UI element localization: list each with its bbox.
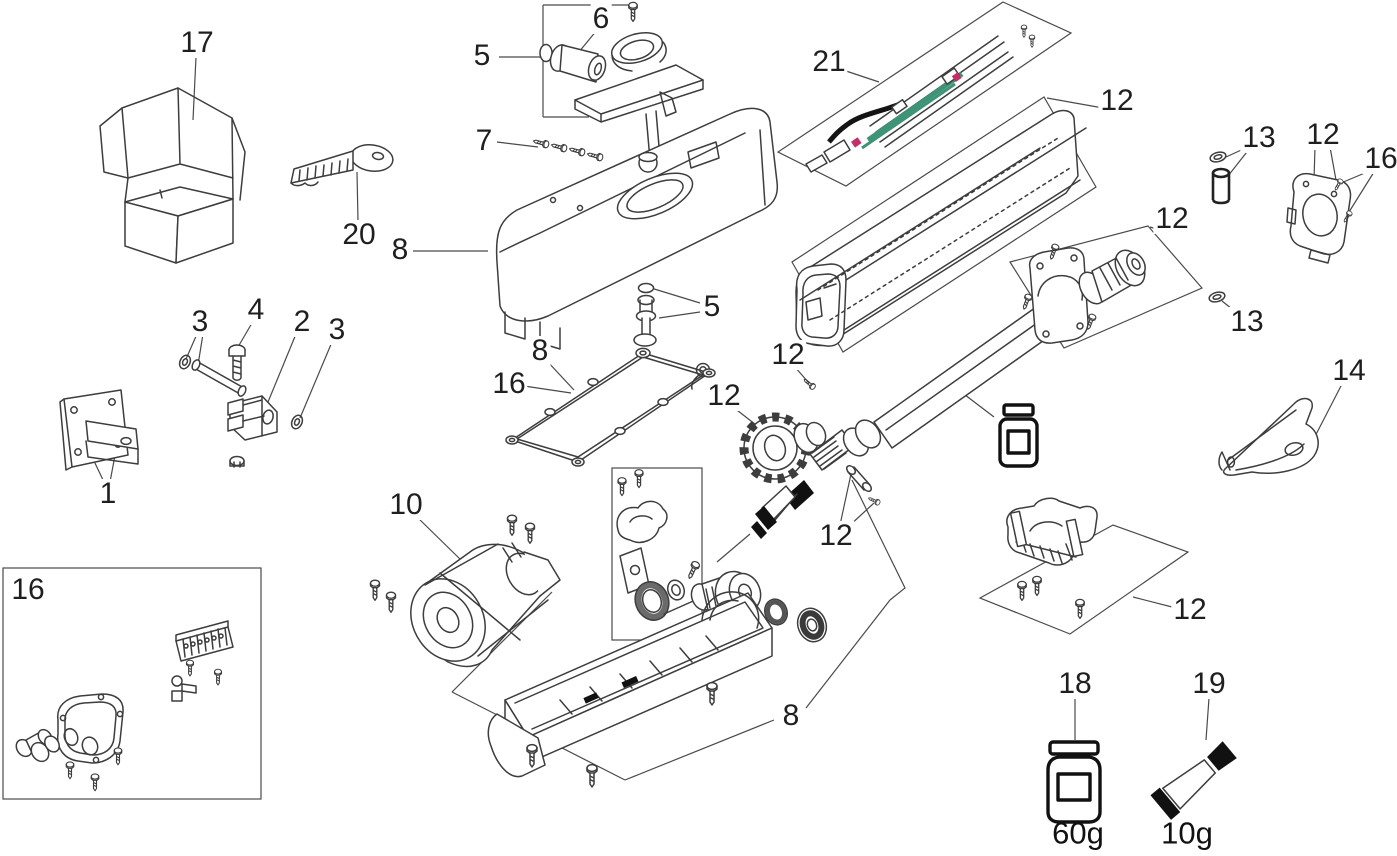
harness-region-frame [776, 1, 1073, 187]
bevel-gear [739, 412, 827, 484]
part-label-18: 18 [1056, 667, 1094, 700]
lock-cylinder [549, 44, 607, 83]
part-label-2: 2 [291, 305, 313, 338]
cable-glands [15, 728, 60, 763]
tee-fitting [171, 675, 197, 702]
actuator-flange [1020, 242, 1146, 344]
grease-tube-10g [1150, 741, 1237, 820]
part-label-1: 1 [97, 477, 119, 510]
grub-screw [801, 376, 817, 391]
part-label-16: 16 [1362, 144, 1397, 174]
part-label-13: 13 [1228, 305, 1266, 338]
part-label-3: 3 [326, 313, 348, 346]
part-label-12: 12 [817, 519, 855, 552]
screw-set-7 [532, 137, 605, 162]
part-label-12: 12 [1153, 202, 1191, 235]
pin-and-oring-13 [1209, 151, 1231, 205]
top-cover [495, 107, 779, 350]
set-screw [866, 495, 882, 507]
release-plunger [635, 282, 657, 343]
part-label-8: 8 [529, 334, 551, 367]
roll-pin [845, 464, 873, 493]
part-label-17: 17 [178, 26, 216, 59]
clevis-bolt [228, 344, 246, 381]
wiring-harness [805, 24, 1036, 173]
part-label-10: 10 [387, 488, 425, 521]
lead-screw-tube [809, 299, 1065, 471]
terminal-block [175, 620, 234, 686]
part-label-8: 8 [780, 699, 802, 732]
lock-screw [628, 1, 638, 23]
part-label-21: 21 [810, 45, 848, 78]
part-label-8: 8 [389, 233, 411, 266]
tray-seals [763, 598, 828, 643]
part-label-5: 5 [701, 290, 723, 323]
junction-box-kit-frame [2, 567, 262, 800]
oring-13-lower [1208, 291, 1226, 303]
part-label-14: 14 [1330, 354, 1368, 387]
base-tray [487, 591, 773, 788]
clevis-fork [227, 395, 278, 468]
quantity-caption-10g: 10g [1161, 815, 1213, 851]
release-clamp-parts [616, 469, 702, 621]
ball-bearing [799, 610, 825, 640]
motor [369, 514, 561, 668]
part-label-3: 3 [189, 305, 211, 338]
release-key [290, 144, 394, 187]
part-label-6: 6 [590, 2, 612, 35]
lock-assembly [539, 1, 704, 161]
wall-bracket [59, 389, 139, 471]
part-label-5: 5 [471, 39, 493, 72]
part-label-13: 13 [1240, 121, 1278, 154]
part-label-12: 12 [1304, 118, 1342, 151]
grease-jar-60g [1046, 740, 1102, 824]
part-label-4: 4 [245, 293, 267, 326]
grease-jar-small [998, 403, 1039, 468]
part-label-12: 12 [1098, 84, 1136, 117]
washer [666, 579, 686, 601]
bearing-ring [635, 582, 669, 620]
junction-box [56, 693, 124, 792]
part-label-7: 7 [473, 124, 495, 157]
part-label-19: 19 [1190, 667, 1228, 700]
lock-mount-plate [574, 32, 704, 161]
grease-tube-center [751, 480, 814, 539]
cover-gasket [505, 333, 716, 467]
part-label-12: 12 [705, 379, 743, 412]
part-label-16: 16 [9, 573, 47, 606]
part-label-16: 16 [490, 367, 528, 400]
snap-rings [178, 354, 304, 430]
quantity-caption-60g: 60g [1052, 815, 1104, 851]
clevis-pin [191, 359, 247, 397]
saddle-bracket [1006, 497, 1098, 620]
extruded-housing [795, 109, 1087, 347]
packing-box [99, 87, 246, 264]
housing-region-frame [791, 96, 1097, 353]
release-cam [616, 500, 668, 544]
rear-bracket [1218, 397, 1319, 476]
base-region-frame [451, 479, 906, 781]
part-label-20: 20 [340, 218, 378, 251]
part-label-12: 12 [769, 338, 807, 371]
part-label-12: 12 [1171, 593, 1209, 626]
end-cap-cover-12 [1286, 172, 1354, 264]
